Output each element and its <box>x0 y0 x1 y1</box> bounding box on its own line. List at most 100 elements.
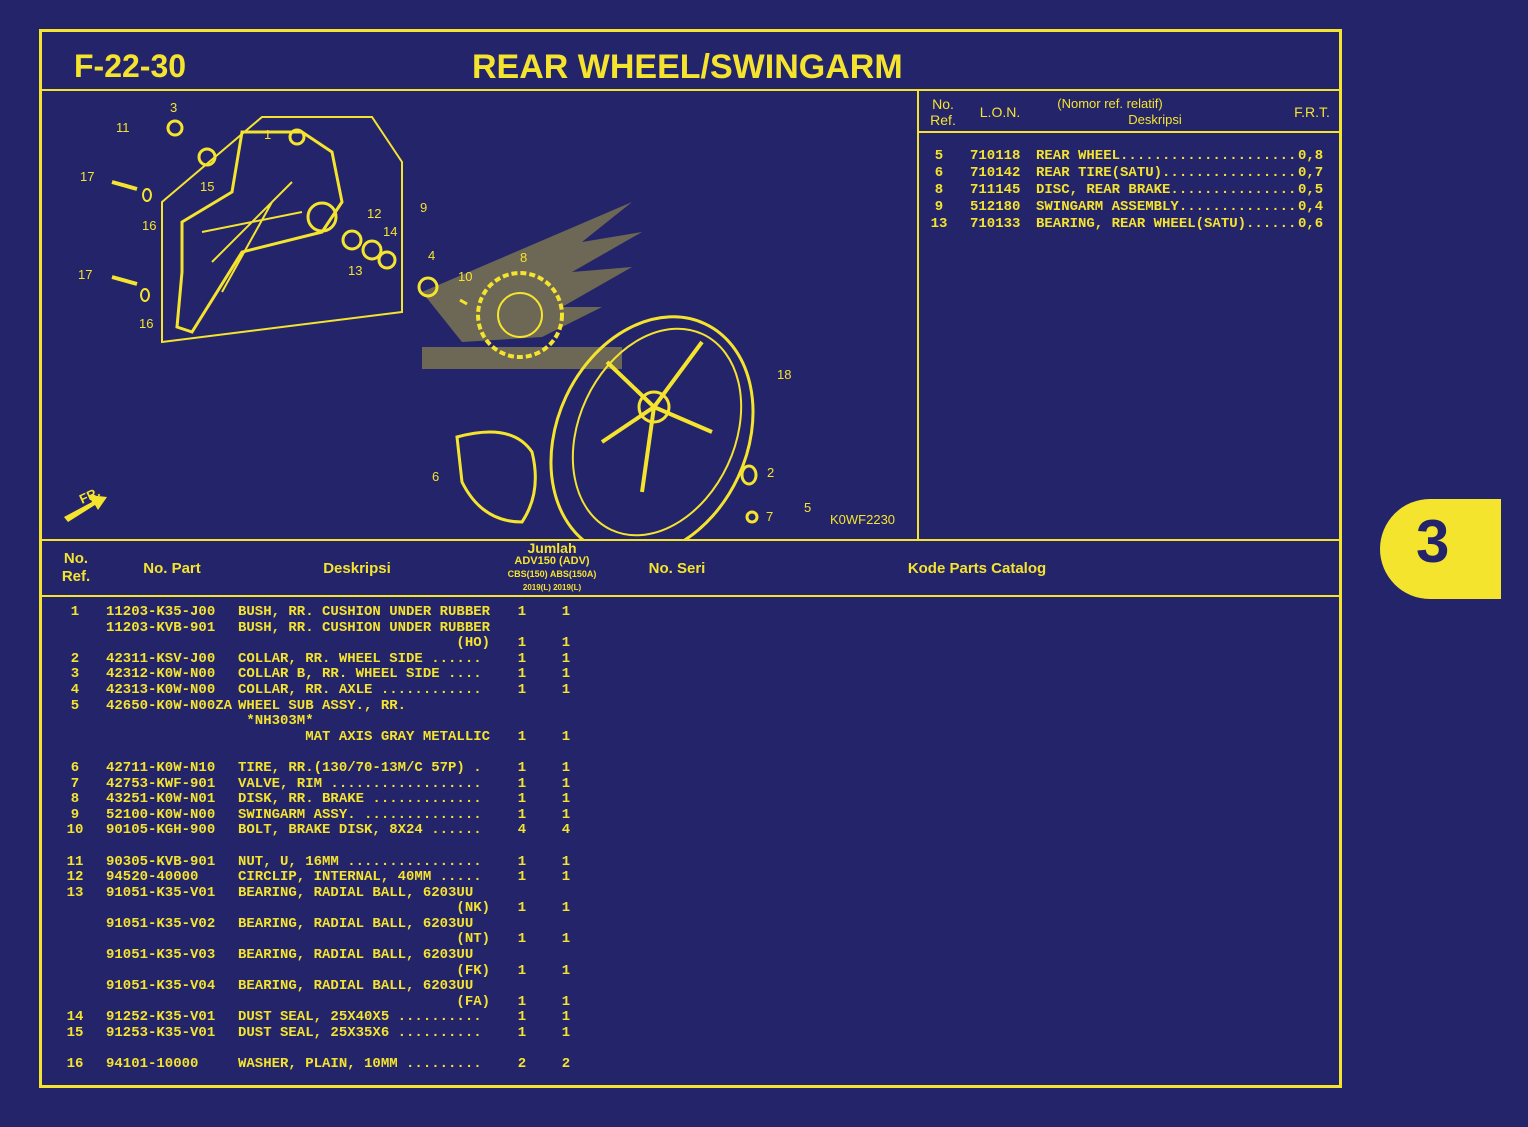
qty-cbs: 2 <box>517 1056 527 1073</box>
table-row <box>42 744 1342 760</box>
part-description: BEARING, RADIAL BALL, 6203UU <box>238 884 474 901</box>
divider <box>919 131 1339 133</box>
qty-abs: 4 <box>561 822 571 839</box>
drawing-code: K0WF2230 <box>830 512 895 527</box>
qty-cbs: 1 <box>517 900 527 917</box>
frt-value: 0,6 <box>1298 216 1324 232</box>
honda-wing-watermark <box>422 202 642 369</box>
part-number: 52100-K0W-N00 <box>106 806 216 823</box>
qty-cbs: 1 <box>517 759 527 776</box>
page-title: REAR WHEEL/SWINGARM <box>472 48 903 86</box>
part-number: 42711-K0W-N10 <box>106 759 216 776</box>
part-description: BUSH, RR. CUSHION UNDER RUBBER <box>238 604 491 620</box>
qty-abs: 1 <box>561 962 571 979</box>
qty-abs: 1 <box>561 775 571 792</box>
table-row: 91051-K35-V02 BEARING, RADIAL BALL, 6203U… <box>42 916 1342 932</box>
callout-label: 2 <box>767 465 774 480</box>
frt-ref: 8 <box>934 182 944 198</box>
swingarm-part <box>175 130 344 334</box>
table-row: *NH303M* <box>42 713 1342 729</box>
frt-lon: 710133 <box>970 216 1021 232</box>
header-variants: CBS(150) ABS(150A) <box>507 569 597 579</box>
part-description: COLLAR, RR. AXLE ............ <box>238 681 482 698</box>
part-number: 91051-K35-V02 <box>106 915 216 932</box>
qty-cbs: 1 <box>517 806 527 823</box>
part-ref: 1 <box>70 604 80 620</box>
part-description: *NH303M* <box>238 713 314 730</box>
part-number: 11203-KVB-901 <box>106 619 216 636</box>
part-description: (NK) <box>238 900 491 917</box>
part-description: COLLAR, RR. WHEEL SIDE ...... <box>238 650 482 667</box>
part-description: BOLT, BRAKE DISK, 8X24 ...... <box>238 822 482 839</box>
frt-header-lon: L.O.N. <box>979 104 1021 120</box>
part-number: 91253-K35-V01 <box>106 1025 216 1042</box>
part-description: WASHER, PLAIN, 10MM ......... <box>238 1056 482 1073</box>
qty-abs: 1 <box>561 650 571 667</box>
part-ref: 4 <box>70 681 80 698</box>
callout-label: 6 <box>432 469 439 484</box>
part-description: WHEEL SUB ASSY., RR. <box>238 697 407 714</box>
qty-abs: 1 <box>561 853 571 870</box>
header-years: 2019(L) 2019(L) <box>522 583 582 592</box>
frt-header-frt: F.R.T. <box>1294 104 1330 120</box>
divider <box>42 89 1339 91</box>
part-ref: 6 <box>70 759 80 776</box>
callout-label: 4 <box>428 248 435 263</box>
part-description: (HO) <box>238 635 491 652</box>
frt-lon: 512180 <box>970 199 1021 215</box>
header-desc: Deskripsi <box>323 560 391 577</box>
part-description: TIRE, RR.(130/70-13M/C 57P) . <box>238 759 482 776</box>
header-qty: Jumlah ADV150 (ADV) CBS(150) ABS(150A) 2… <box>492 540 612 594</box>
qty-abs: 1 <box>561 931 571 948</box>
callout-label: 9 <box>420 200 427 215</box>
part-description: BEARING, RADIAL BALL, 6203UU <box>238 915 474 932</box>
rear-tire-part <box>455 430 537 524</box>
part-number: 42650-K0W-N00ZA <box>106 697 233 714</box>
part-description: BUSH, RR. CUSHION UNDER RUBBER <box>238 619 491 636</box>
part-ref: 3 <box>70 666 80 683</box>
part-ref: 14 <box>66 1009 84 1026</box>
part-description: (FK) <box>238 962 491 979</box>
callout-label: 16 <box>139 316 153 331</box>
part-description: COLLAR B, RR. WHEEL SIDE .... <box>238 666 482 683</box>
part-number: 42312-K0W-N00 <box>106 666 216 683</box>
part-ref: 16 <box>66 1056 84 1073</box>
callout-label: 1 <box>264 127 271 142</box>
header-catalog: Kode Parts Catalog <box>907 560 1047 577</box>
qty-cbs: 1 <box>517 635 527 652</box>
frt-value: 0,4 <box>1298 199 1324 215</box>
part-ref: 8 <box>70 791 80 808</box>
callout-label: 10 <box>458 269 472 284</box>
header-serial: No. Seri <box>648 560 706 577</box>
qty-abs: 1 <box>561 1009 571 1026</box>
section-tab[interactable]: 3 <box>1380 499 1501 599</box>
part-ref: 9 <box>70 806 80 823</box>
qty-abs: 1 <box>561 869 571 886</box>
frt-header-ref: No. Ref. <box>930 96 956 128</box>
part-description: NUT, U, 16MM ................ <box>238 853 482 870</box>
frt-ref: 6 <box>934 165 944 181</box>
part-description: BEARING, RADIAL BALL, 6203UU <box>238 978 474 995</box>
header-qty-title: Jumlah <box>527 540 577 556</box>
part-ref: 11 <box>66 853 84 870</box>
part-number: 42311-KSV-J00 <box>106 650 216 667</box>
qty-cbs: 1 <box>517 869 527 886</box>
part-description: CIRCLIP, INTERNAL, 40MM ..... <box>238 869 482 886</box>
callout-label: 13 <box>348 263 362 278</box>
